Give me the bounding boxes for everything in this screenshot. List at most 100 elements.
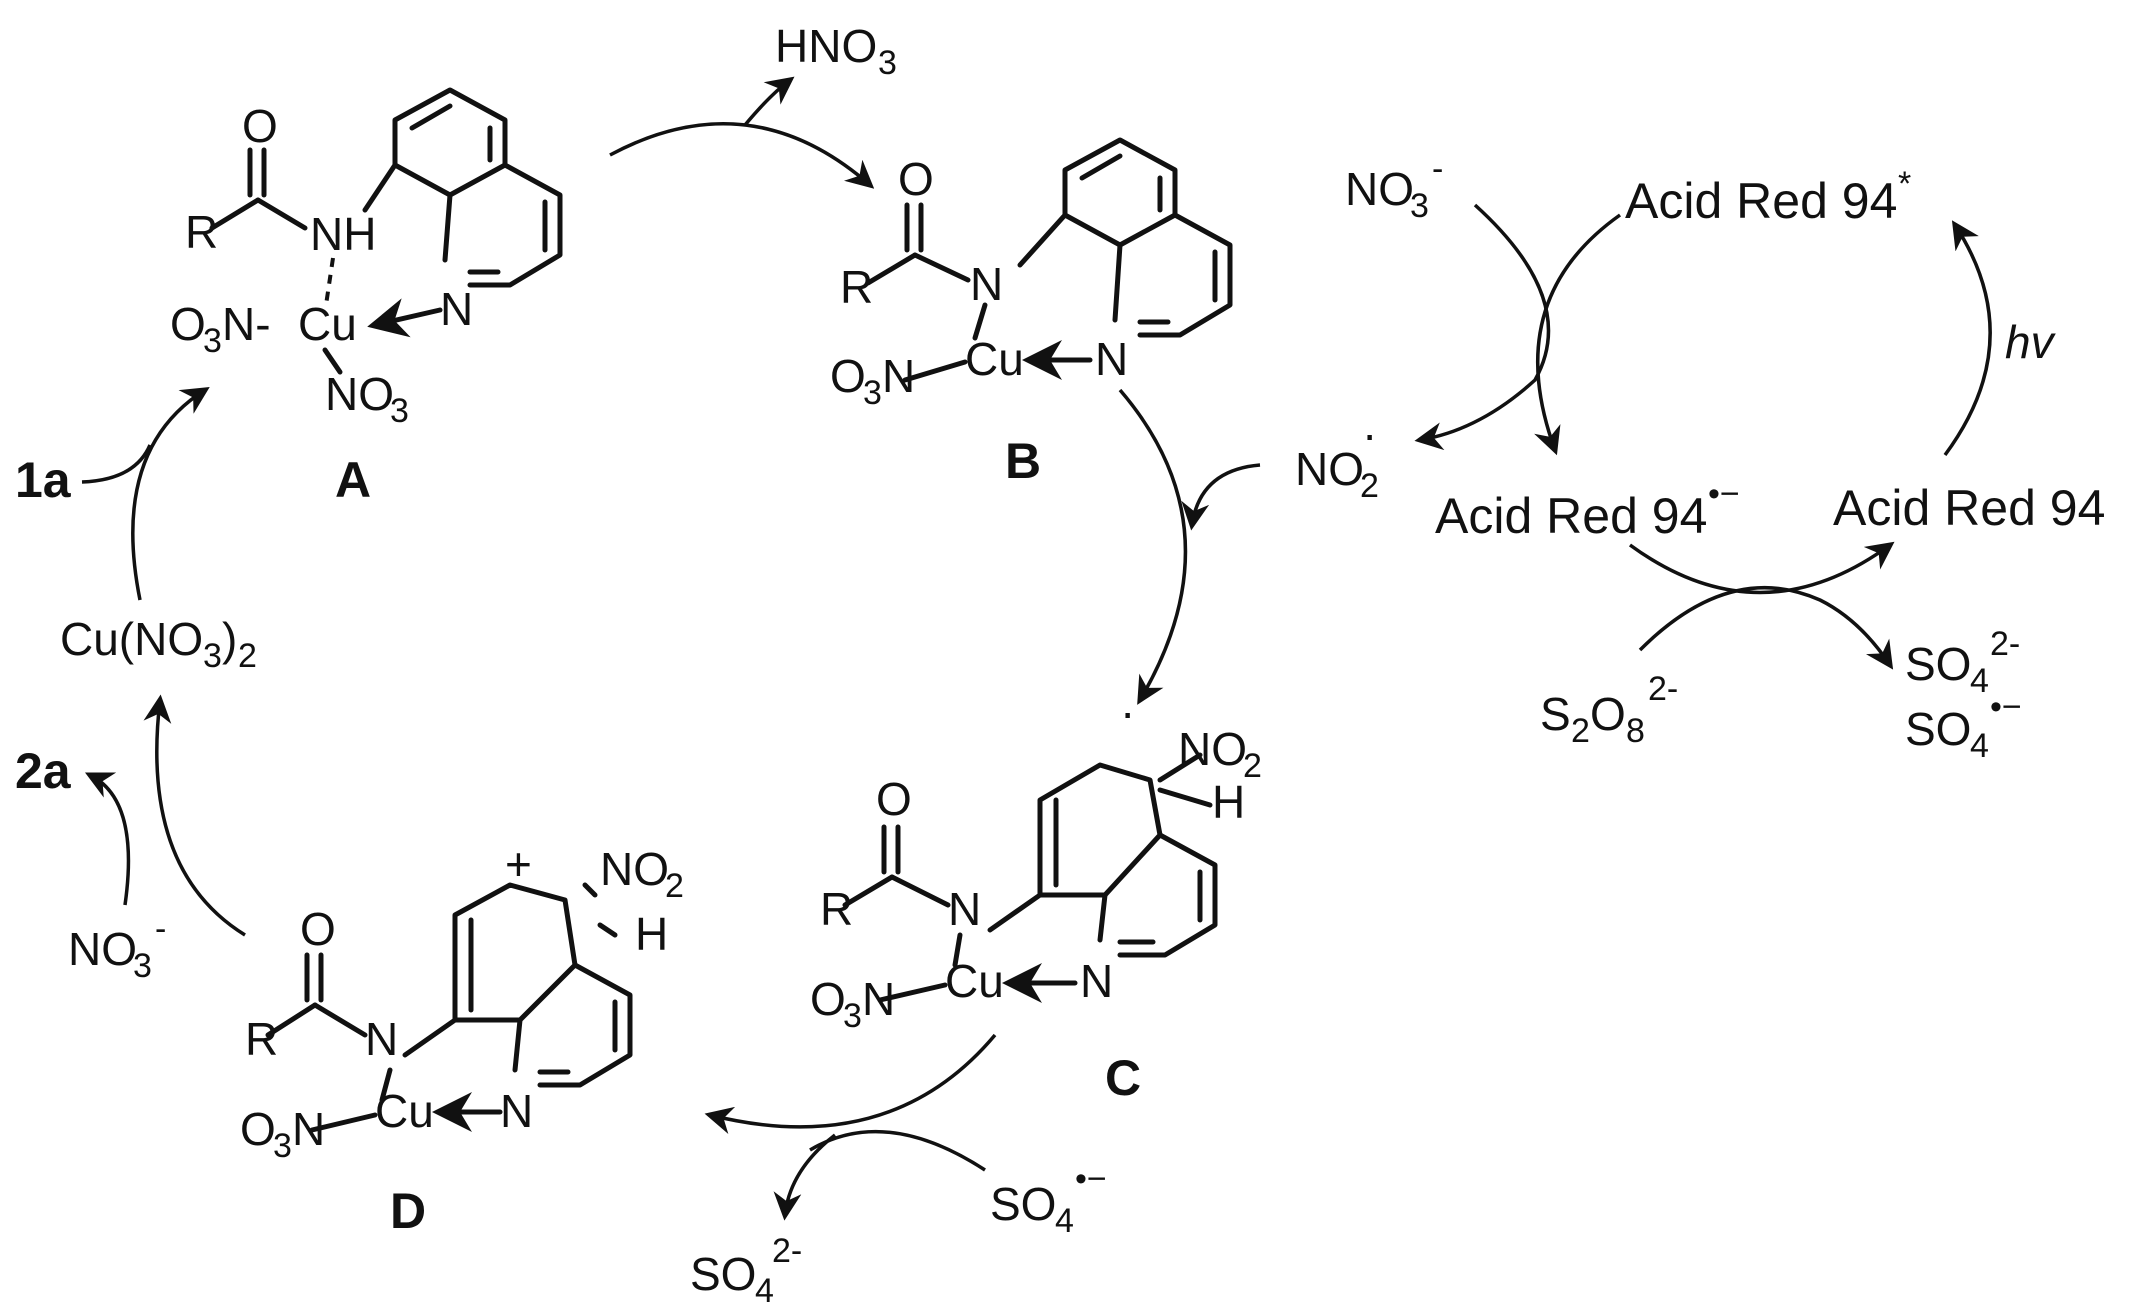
label-b: B xyxy=(1005,433,1041,489)
oxygen-label: O xyxy=(300,903,336,955)
svg-text:O: O xyxy=(240,1103,276,1155)
copper-nitrate-label: Cu(NO 3 ) 2 xyxy=(60,613,257,675)
copper-label: Cu xyxy=(298,298,357,350)
svg-text:8: 8 xyxy=(1626,712,1645,750)
svg-text:2: 2 xyxy=(238,637,257,675)
svg-text:2: 2 xyxy=(1243,747,1262,785)
svg-text:S: S xyxy=(1540,688,1571,740)
quinoline-nitrogen-label: N xyxy=(1080,955,1113,1007)
svg-text:O: O xyxy=(170,298,206,350)
svg-text:4: 4 xyxy=(1055,1202,1074,1240)
sulfate-dianion-label-bottom: SO 4 2- xyxy=(690,1232,802,1307)
svg-text:4: 4 xyxy=(1970,727,1989,765)
oxygen-label: O xyxy=(242,100,278,152)
product-2a-label: 2a xyxy=(15,743,72,799)
svg-text:NO: NO xyxy=(1345,163,1414,215)
hydrogen-label: H xyxy=(635,908,668,960)
label-c: C xyxy=(1105,1050,1141,1106)
svg-text:3: 3 xyxy=(203,322,222,360)
quinoline-nitrogen-label: N xyxy=(500,1085,533,1137)
svg-text:-: - xyxy=(155,910,166,948)
svg-text:NO: NO xyxy=(68,923,137,975)
r-group-label: R xyxy=(820,883,853,935)
svg-text:SO: SO xyxy=(1905,703,1971,755)
nitrate-ligand-left: O 3 N- xyxy=(170,298,271,360)
intermediate-b: O R N N Cu O 3 N B xyxy=(830,137,1233,489)
copper-cycle-arrows xyxy=(81,76,1261,1221)
svg-text:HNO: HNO xyxy=(775,20,877,72)
nitrate-anion-label-right: NO 3 - xyxy=(1345,150,1443,225)
svg-text:NO: NO xyxy=(1295,443,1364,495)
svg-text:): ) xyxy=(222,613,237,665)
svg-text:3: 3 xyxy=(1410,187,1429,225)
svg-text:Cu(NO: Cu(NO xyxy=(60,613,203,665)
hv-light-label: hv xyxy=(2005,316,2057,368)
amide-nitrogen-label: N xyxy=(970,258,1003,310)
svg-text:N: N xyxy=(862,973,895,1025)
svg-text:2-: 2- xyxy=(772,1232,802,1270)
svg-text:4: 4 xyxy=(1970,662,1989,700)
r-group-label: R xyxy=(245,1013,278,1065)
svg-text:•−: •− xyxy=(1075,1160,1107,1198)
svg-text:4: 4 xyxy=(755,1272,774,1307)
oxygen-label: O xyxy=(898,153,934,205)
svg-text:N-: N- xyxy=(222,298,271,350)
r-group-label: R xyxy=(840,261,873,313)
reagent-1a-label: 1a xyxy=(15,452,72,508)
intermediate-d: + NO 2 H O R N N Cu O 3 N D xyxy=(240,838,684,1239)
svg-text:N: N xyxy=(292,1103,325,1155)
copper-label: Cu xyxy=(945,955,1004,1007)
svg-text:O: O xyxy=(1590,688,1626,740)
oxygen-label: O xyxy=(876,773,912,825)
nitrate-ligand: O 3 N xyxy=(810,973,895,1035)
nitrogen-dioxide-radical-label: NO 2 · xyxy=(1295,408,1379,505)
carbocation-plus: + xyxy=(505,838,532,890)
hydrogen-label: H xyxy=(1212,776,1245,828)
svg-text:NO: NO xyxy=(1178,723,1247,775)
svg-text:3: 3 xyxy=(133,947,152,985)
radical-dot: · xyxy=(1120,686,1135,738)
svg-text:2-: 2- xyxy=(1990,625,2020,663)
svg-text:3: 3 xyxy=(843,997,862,1035)
sulfate-dianion-label-right: SO 4 2- xyxy=(1905,625,2020,700)
acid-red-ground-label: Acid Red 94 xyxy=(1833,480,2105,536)
sulfate-radical-label-bottom: SO 4 •− xyxy=(990,1160,1107,1240)
hno3-label: HNO 3 xyxy=(775,20,897,82)
svg-text:NO: NO xyxy=(600,843,669,895)
svg-text:3: 3 xyxy=(390,392,409,430)
acid-red-excited-label: Acid Red 94 * xyxy=(1625,165,1911,229)
svg-text:NO: NO xyxy=(325,368,394,420)
nitrate-ligand: O 3 N xyxy=(830,350,915,412)
svg-text:Acid Red 94: Acid Red 94 xyxy=(1435,488,1707,544)
svg-text:2-: 2- xyxy=(1648,670,1678,708)
svg-text:-: - xyxy=(1432,150,1443,188)
photocycle-arrows xyxy=(1414,203,1992,670)
amide-nitrogen-label: N xyxy=(365,1013,398,1065)
svg-text:SO: SO xyxy=(1905,638,1971,690)
svg-text:N: N xyxy=(882,350,915,402)
acid-red-radical-anion-label: Acid Red 94 •− xyxy=(1435,475,1740,544)
svg-text:•−: •− xyxy=(1990,688,2022,726)
nh-label: NH xyxy=(310,208,376,260)
copper-label: Cu xyxy=(375,1085,434,1137)
copper-label: Cu xyxy=(965,333,1024,385)
quinoline-nitrogen-label: N xyxy=(1095,333,1128,385)
svg-text:2: 2 xyxy=(1571,712,1590,750)
svg-text:O: O xyxy=(830,350,866,402)
r-group-label: R xyxy=(185,206,218,258)
svg-text:O: O xyxy=(810,973,846,1025)
svg-text:Acid Red 94: Acid Red 94 xyxy=(1625,173,1897,229)
quinoline-nitrogen-label: N xyxy=(440,283,473,335)
nitrate-ligand-axial: NO 3 xyxy=(325,368,409,430)
intermediate-c: · NO 2 H O R N N Cu O 3 N C xyxy=(810,686,1262,1106)
svg-text:3: 3 xyxy=(203,637,222,675)
nitro-group: NO 2 xyxy=(600,843,684,905)
intermediate-a: O R NH N Cu O 3 N- NO 3 A xyxy=(170,87,563,508)
svg-text:3: 3 xyxy=(878,44,897,82)
amide-nitrogen-label: N xyxy=(948,883,981,935)
intermediate-d-bonds xyxy=(265,882,633,1133)
svg-text:·: · xyxy=(1362,408,1377,460)
sulfate-radical-label-right: SO 4 •− xyxy=(1905,688,2022,765)
intermediate-c-bonds xyxy=(842,752,1218,1003)
